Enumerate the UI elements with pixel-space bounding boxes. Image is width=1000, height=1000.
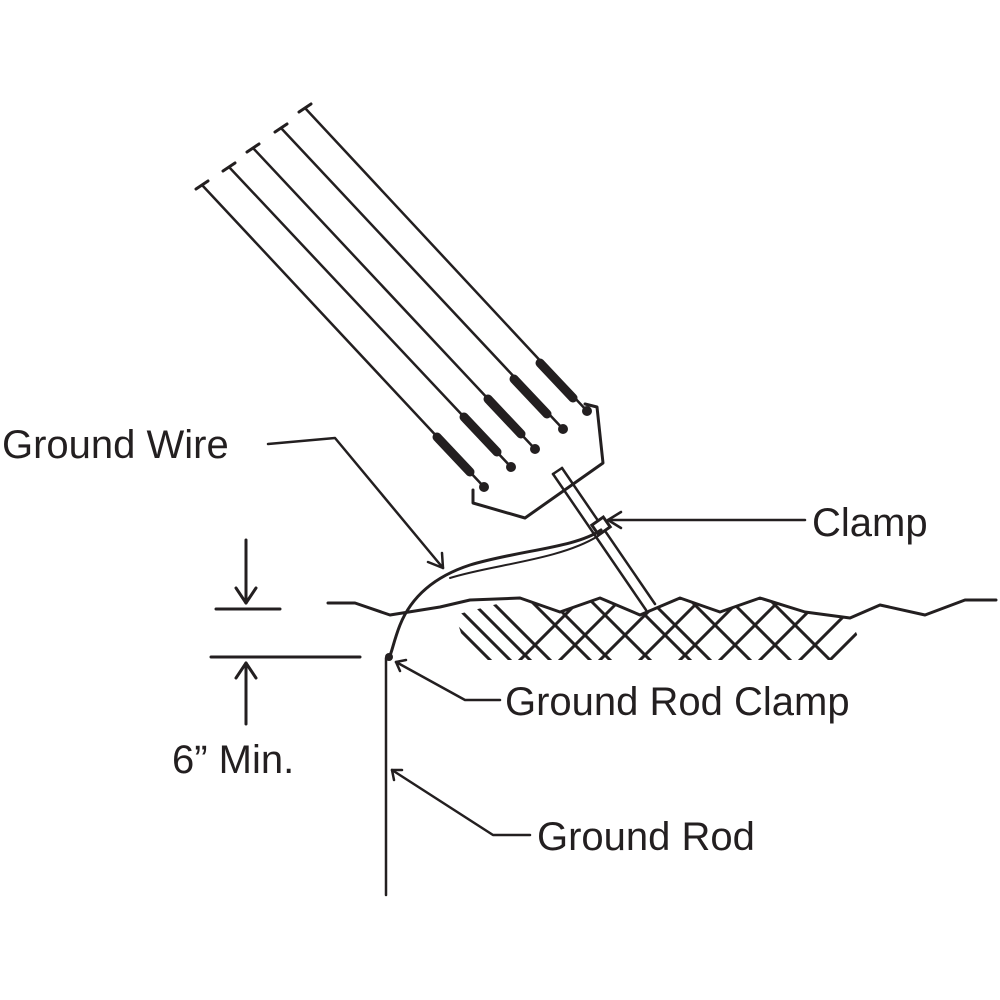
ground-surface (326, 596, 998, 620)
leader-ground-rod-clamp (394, 658, 502, 702)
ground-rod-clamp-label: Ground Rod Clamp (505, 680, 850, 724)
ground-wire (387, 528, 603, 660)
ground-rod-clamp-marker (385, 653, 393, 661)
depth-label: 6” Min. (172, 738, 295, 782)
leader-ground-rod (390, 768, 532, 837)
wire-connectors (432, 358, 578, 477)
leader-clamp (606, 510, 807, 530)
fence-wires (194, 102, 589, 489)
clamp-marker (589, 514, 613, 538)
soil-hatching (455, 598, 868, 660)
depth-dimension (209, 538, 362, 726)
grounding-rod-angled (551, 466, 657, 612)
connector-dots (433, 359, 592, 492)
ground-rod-label: Ground Rod (537, 815, 755, 859)
clamp-label: Clamp (812, 501, 928, 545)
leader-ground-wire (266, 436, 445, 570)
ground-wire-label: Ground Wire (2, 423, 229, 467)
